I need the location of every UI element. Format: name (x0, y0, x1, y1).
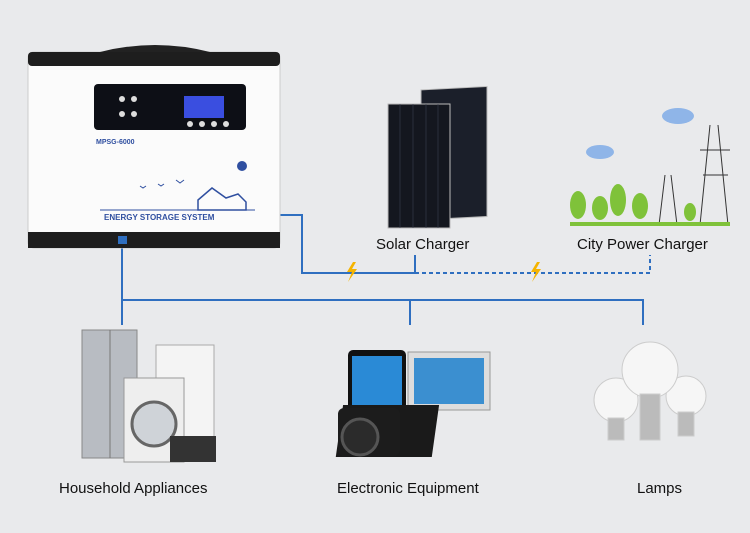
lightning-icon (347, 262, 357, 282)
city-power-charger-label: City Power Charger (577, 236, 708, 253)
birds-icon (139, 179, 185, 189)
control-panel (94, 84, 246, 130)
city-power-wire (415, 255, 651, 274)
handle (100, 45, 210, 52)
panel-buttons (119, 96, 229, 127)
lamps-icon (593, 341, 707, 441)
main-bus-wire (121, 240, 644, 325)
lightning-icon (531, 262, 541, 282)
lcd-screen (184, 96, 224, 118)
device-brand-text: ENERGY STORAGE SYSTEM (104, 213, 215, 222)
sun-icon (237, 161, 247, 171)
output-connector (118, 236, 127, 244)
solar-wire (262, 214, 416, 274)
microwave-icon (170, 436, 216, 462)
electronic-equipment-icon (335, 350, 491, 457)
wires (121, 214, 651, 325)
cloud-icon (586, 145, 614, 159)
city-power-icon (570, 108, 730, 226)
energy-storage-device: MPSG-6000 ENERGY STORAGE SYSTEM (27, 45, 281, 249)
lamps-label: Lamps (637, 480, 683, 497)
power-tower-icon (699, 124, 730, 226)
device-model: MPSG-6000 (96, 139, 135, 146)
cloud-icon (662, 108, 694, 124)
solar-charger-label: Solar Charger (376, 236, 470, 253)
solar-panel-icon (387, 85, 488, 229)
power-tower-icon (658, 174, 678, 226)
electronic-equipment-label: Electronic Equipment (337, 480, 479, 497)
trees-icon (570, 184, 696, 221)
household-appliances-icon (81, 329, 216, 463)
household-appliances-label: Household Appliances (59, 480, 208, 497)
